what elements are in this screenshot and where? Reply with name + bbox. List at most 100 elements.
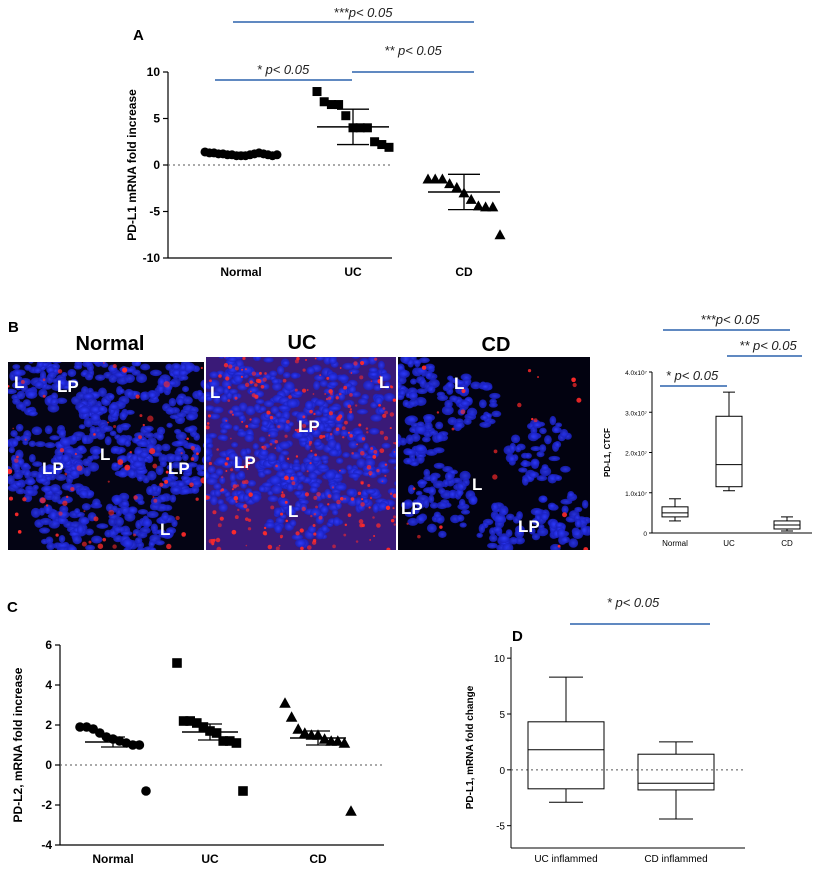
pdl1-signal	[328, 396, 332, 400]
nucleus	[56, 542, 69, 549]
pdl1-signal	[213, 538, 216, 542]
nucleus	[148, 391, 157, 399]
nucleus	[69, 378, 79, 387]
region-label: LP	[234, 453, 256, 472]
nucleus	[328, 357, 337, 365]
pdl1-signal	[373, 449, 378, 454]
data-point-normal	[141, 786, 151, 796]
nucleus	[171, 363, 181, 370]
pdl1-signal	[533, 418, 538, 423]
nucleus	[217, 434, 228, 441]
nucleus	[340, 429, 349, 437]
nucleus	[15, 381, 23, 388]
nucleus	[468, 495, 478, 505]
pdl1-signal	[226, 457, 230, 461]
pdl1-signal	[209, 379, 212, 383]
nucleus	[227, 357, 238, 362]
nucleus	[58, 534, 66, 543]
pdl1-signal	[366, 464, 372, 470]
nucleus	[334, 442, 341, 452]
nucleus	[8, 388, 17, 395]
nucleus	[398, 438, 402, 448]
nucleus	[78, 516, 90, 526]
pdl1-signal	[223, 357, 226, 358]
pdl1-signal	[304, 492, 310, 497]
pdl1-signal	[189, 482, 194, 487]
data-point-uc	[319, 97, 329, 107]
nucleus	[383, 392, 395, 402]
nucleus	[124, 439, 131, 447]
pdl1-signal	[344, 420, 348, 425]
nucleus	[332, 509, 339, 516]
pdl1-signal	[153, 498, 158, 503]
nucleus	[320, 455, 329, 461]
nucleus	[325, 426, 333, 433]
data-point-normal	[272, 150, 282, 160]
nucleus	[12, 375, 23, 382]
panel-letter-C: C	[7, 599, 18, 616]
nucleus	[179, 375, 189, 381]
pdl1-signal	[236, 484, 239, 488]
nucleus	[328, 405, 341, 411]
nucleus	[238, 402, 248, 412]
nucleus	[423, 414, 435, 422]
pdl1-signal	[296, 357, 300, 361]
pdl1-signal	[216, 546, 222, 550]
y-tick-label: 3.0x10⁷	[625, 410, 648, 417]
nucleus	[342, 451, 350, 458]
y-tick-label: 0	[643, 531, 647, 538]
nucleus	[89, 405, 101, 414]
pdl1-signal	[347, 513, 352, 517]
data-point-uc	[370, 137, 380, 147]
nucleus	[73, 364, 83, 370]
pdl1-signal	[372, 516, 375, 519]
pdl1-signal	[557, 544, 561, 548]
nucleus	[168, 397, 177, 407]
pdl1-signal	[328, 389, 333, 394]
nucleus	[28, 453, 36, 463]
nucleus	[518, 467, 528, 473]
x-tick-label: CD	[781, 539, 793, 548]
x-tick-label: UC	[201, 852, 219, 866]
nucleus	[311, 455, 322, 462]
nucleus	[346, 464, 353, 471]
pdl1-signal	[227, 399, 231, 402]
nucleus	[496, 550, 502, 556]
nucleus	[296, 471, 304, 477]
pdl1-signal	[368, 470, 373, 476]
nucleus	[81, 503, 91, 511]
pdl1-signal	[16, 455, 19, 459]
nucleus	[92, 498, 101, 508]
pdl1-signal	[316, 491, 321, 497]
nucleus	[530, 507, 543, 516]
nucleus	[207, 465, 216, 474]
pdl1-signal	[237, 508, 240, 512]
pdl1-signal	[294, 428, 297, 431]
data-point-cd	[465, 193, 477, 204]
nucleus	[134, 537, 143, 544]
pdl1-signal	[325, 397, 329, 401]
data-point-uc	[192, 718, 202, 728]
nucleus	[183, 362, 196, 373]
nucleus	[154, 540, 165, 546]
nucleus	[82, 393, 94, 400]
nucleus	[120, 423, 131, 429]
nucleus	[91, 535, 103, 544]
nucleus	[202, 385, 204, 390]
nucleus	[136, 440, 148, 448]
pdl1-signal	[360, 451, 365, 456]
nucleus	[270, 485, 283, 495]
nucleus	[567, 490, 575, 498]
pdl1-signal	[231, 529, 237, 535]
pdl1-signal	[313, 412, 316, 416]
nucleus	[478, 399, 487, 409]
nucleus	[176, 412, 187, 418]
nucleus	[209, 391, 221, 397]
nucleus	[492, 526, 502, 533]
pdl1-signal	[360, 502, 365, 507]
pdl1-signal	[302, 368, 306, 372]
pdl1-signal	[389, 412, 395, 417]
pdl1-signal	[381, 480, 384, 483]
nucleus	[521, 476, 529, 486]
